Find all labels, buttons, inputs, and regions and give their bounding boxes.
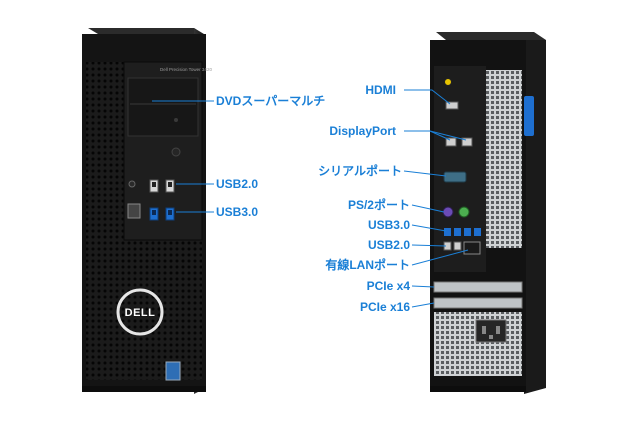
rear-audio-jack xyxy=(444,78,452,86)
rear-leader-lines xyxy=(403,89,469,308)
rear-top-edge xyxy=(436,32,546,40)
dvd-drive xyxy=(127,77,199,137)
rear-side-panel xyxy=(524,40,546,394)
power-button xyxy=(171,147,181,157)
label-rear-pcie-x16: PCIe x16 xyxy=(359,300,410,314)
rear-usb3-port xyxy=(464,228,471,236)
rear-serial-port xyxy=(443,171,467,183)
rear-displayport xyxy=(445,137,457,147)
rear-ps2-mouse-port xyxy=(458,206,470,218)
label-rear-lan: 有線LANポート xyxy=(325,258,410,272)
dell-logo xyxy=(116,288,164,336)
rear-tower xyxy=(430,32,546,394)
rear-power-socket xyxy=(475,319,507,343)
label-rear-usb2: USB2.0 xyxy=(367,238,410,252)
front-small-print: Dell Precision Tower 3420 xyxy=(160,67,212,72)
front-audio-jack xyxy=(128,180,136,188)
card-reader-slot xyxy=(127,203,141,219)
rear-usb2-port xyxy=(453,241,462,251)
dvd-eject-icon xyxy=(174,118,178,122)
label-rear-serial: シリアルポート xyxy=(318,164,402,178)
rear-usb3-port xyxy=(454,228,461,236)
label-rear-ps2: PS/2ポート xyxy=(347,198,410,212)
rear-ps2-keyboard-port xyxy=(442,206,454,218)
label-front-usb2: USB2.0 xyxy=(216,177,259,191)
rear-usb3-port xyxy=(474,228,481,236)
front-tower: Dell Precision Tower 3420 DELL xyxy=(82,28,212,394)
intel-sticker xyxy=(165,361,181,381)
front-base xyxy=(82,386,206,392)
label-rear-displayport: DisplayPort xyxy=(329,124,396,138)
rear-io-plate xyxy=(434,66,486,272)
rear-base xyxy=(430,386,526,392)
front-leader-lines xyxy=(152,100,214,213)
rear-pcie-x4-slot xyxy=(433,281,523,293)
label-rear-usb3: USB3.0 xyxy=(367,218,410,232)
rear-hdmi-port xyxy=(445,101,459,110)
rear-displayport xyxy=(461,137,473,147)
rear-lan-port xyxy=(463,241,481,255)
rear-fan-grill xyxy=(486,70,522,248)
rear-blue-latch xyxy=(524,96,534,136)
label-rear-hdmi: HDMI xyxy=(365,83,396,97)
rear-usb3-port xyxy=(444,228,451,236)
label-dvd-drive: DVDスーパーマルチ xyxy=(216,94,326,108)
front-top-edge xyxy=(88,28,204,34)
rear-pcie-x16-slot xyxy=(433,297,523,309)
dell-logo-text: DELL xyxy=(125,307,156,319)
label-front-usb3: USB3.0 xyxy=(216,205,259,219)
label-rear-pcie-x4: PCIe x4 xyxy=(366,279,410,293)
